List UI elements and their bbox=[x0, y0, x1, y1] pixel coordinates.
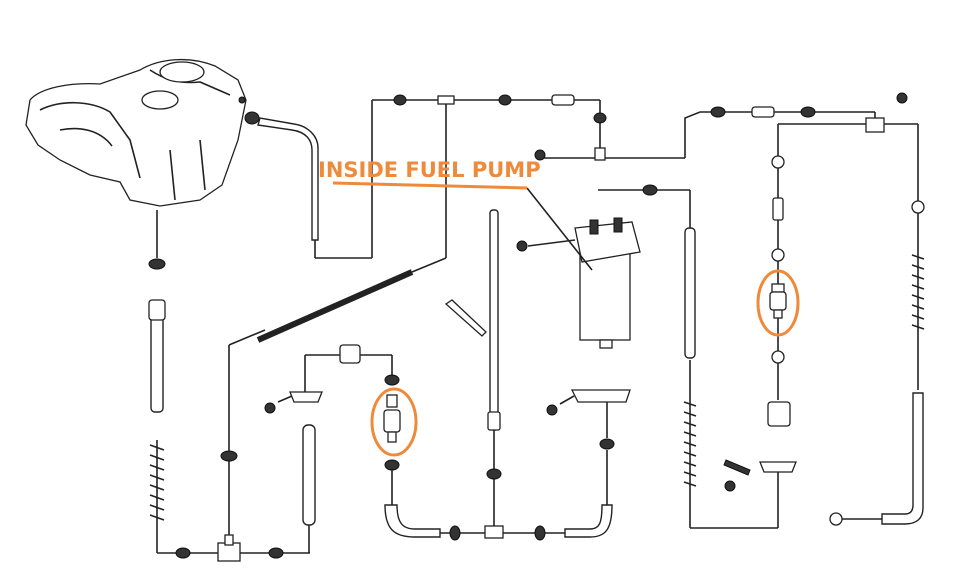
t-connector bbox=[484, 525, 504, 539]
upper-right-line bbox=[684, 92, 918, 400]
callout-label: INSIDE FUEL PUMP bbox=[318, 158, 541, 182]
corrugated-hose bbox=[911, 254, 925, 330]
hose-clamp bbox=[148, 258, 166, 270]
hose-clamp bbox=[175, 547, 191, 559]
inline-fuel-filter bbox=[769, 291, 787, 311]
center-rod bbox=[444, 209, 502, 526]
fuel-pump bbox=[516, 187, 641, 416]
hose-clamp bbox=[268, 547, 284, 559]
fuel-tank bbox=[25, 58, 247, 207]
t-connector bbox=[217, 542, 241, 562]
pressure-regulator bbox=[865, 117, 885, 133]
right-center-line bbox=[598, 184, 797, 529]
vent-hose bbox=[244, 94, 685, 259]
hose-connector bbox=[767, 401, 791, 427]
t-connector bbox=[437, 95, 455, 105]
left-fuel-line bbox=[148, 210, 310, 562]
center-left-line bbox=[264, 344, 615, 553]
callout-underline bbox=[332, 181, 528, 190]
return-line bbox=[829, 124, 925, 526]
callout-leader bbox=[526, 187, 593, 271]
inline-fuel-filter bbox=[383, 409, 401, 433]
filter-highlight-right bbox=[756, 269, 800, 337]
hose-connector bbox=[339, 344, 361, 364]
breather-tube bbox=[256, 257, 447, 343]
filter-highlight-left bbox=[370, 387, 418, 457]
pump-bracket bbox=[570, 389, 631, 403]
hose-clamp bbox=[220, 450, 238, 462]
strap bbox=[444, 299, 487, 337]
